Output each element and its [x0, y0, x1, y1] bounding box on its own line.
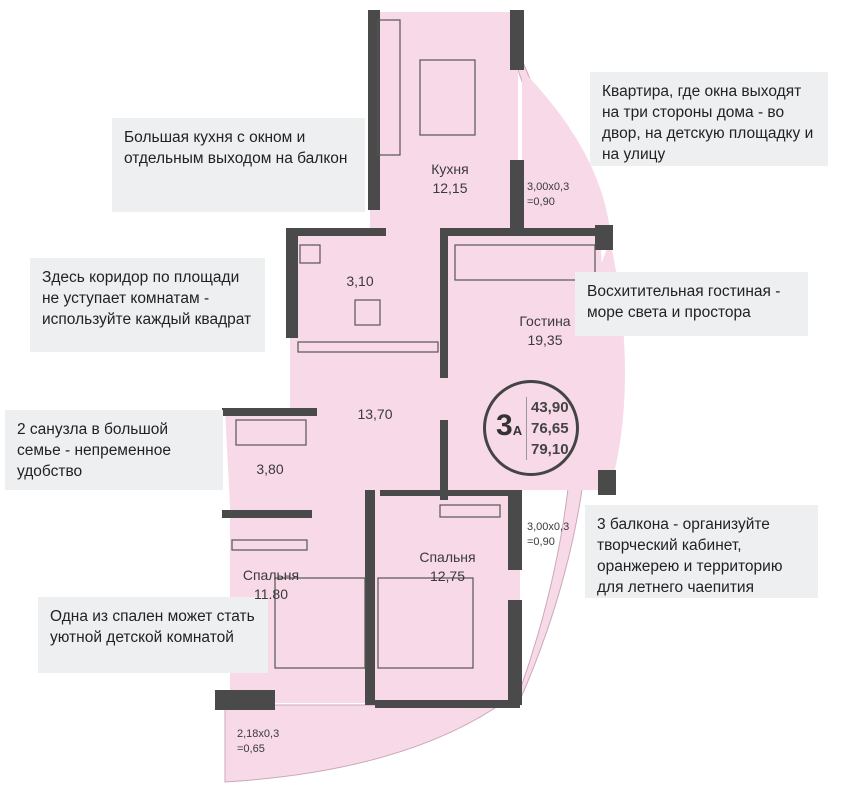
balcony-dims: 3,00x0,3	[527, 181, 570, 193]
room-bedroom-2: Спальня 12,75	[410, 548, 485, 586]
walls	[215, 10, 616, 710]
room-hall: 13,70	[355, 405, 395, 424]
area-values: 43,90 76,65 79,10	[526, 397, 569, 460]
room-kitchen: Кухня 12,15	[420, 160, 480, 198]
balcony-dims: 3,00x0,3	[527, 521, 570, 533]
room-area: 13,70	[357, 406, 393, 422]
balcony-top-label: 3,00x0,3 =0,90	[527, 180, 569, 210]
room-bathroom-2: 3,80	[250, 460, 290, 479]
balcony-right-label: 3,00x0,3 =0,90	[527, 520, 569, 550]
callout-bathrooms: 2 санузла в большой семье - непременное …	[5, 410, 223, 490]
callout-living: Восхитительная гостиная - море света и п…	[575, 272, 808, 336]
balcony-area: =0,90	[527, 196, 555, 208]
living-area: 43,90	[531, 399, 569, 416]
callout-bedroom: Одна из спален может стать уютной детско…	[38, 597, 268, 673]
room-name: Спальня	[419, 549, 476, 565]
furniture	[231, 19, 596, 669]
total-with-balcony-area: 79,10	[531, 441, 569, 458]
callout-kitchen: Большая кухня с окном и отдельным выходо…	[112, 118, 365, 212]
balcony-bottom-label: 2,18x0,3 =0,65	[237, 727, 279, 757]
room-area: 11.80	[254, 586, 288, 602]
room-area: 12,75	[429, 568, 466, 584]
room-area: 3,80	[256, 461, 284, 477]
apartment-code: 3А	[496, 409, 522, 443]
room-name: Спальня	[242, 567, 300, 583]
callout-balconies: 3 балкона - организуйте творческий кабин…	[585, 505, 818, 598]
balcony-bottom-arc	[224, 688, 521, 783]
callout-corridor: Здесь коридор по площади не уступает ком…	[30, 258, 265, 352]
balcony-top	[522, 70, 610, 230]
apartment-code-number: 3	[496, 409, 513, 442]
room-name: Гостина	[519, 313, 571, 329]
balcony-area: =0,65	[237, 743, 265, 755]
room-name: Кухня	[431, 161, 469, 177]
room-area: 3,10	[346, 273, 374, 289]
apartment-code-suffix: А	[512, 423, 523, 438]
balcony-dims: 2,18x0,3	[237, 728, 280, 740]
total-area: 76,65	[531, 420, 569, 437]
callout-windows: Квартира, где окна выходят на три сторон…	[590, 72, 828, 166]
balcony-area: =0,90	[527, 536, 555, 548]
room-living: Гостина 19,35	[510, 312, 580, 350]
apartment-type-badge: 3А 43,90 76,65 79,10	[483, 380, 579, 476]
room-area: 12,15	[432, 180, 468, 196]
room-area: 19,35	[527, 332, 563, 348]
room-bathroom-1: 3,10	[340, 272, 380, 291]
room-bedroom-1: Спальня 11.80	[236, 566, 306, 604]
